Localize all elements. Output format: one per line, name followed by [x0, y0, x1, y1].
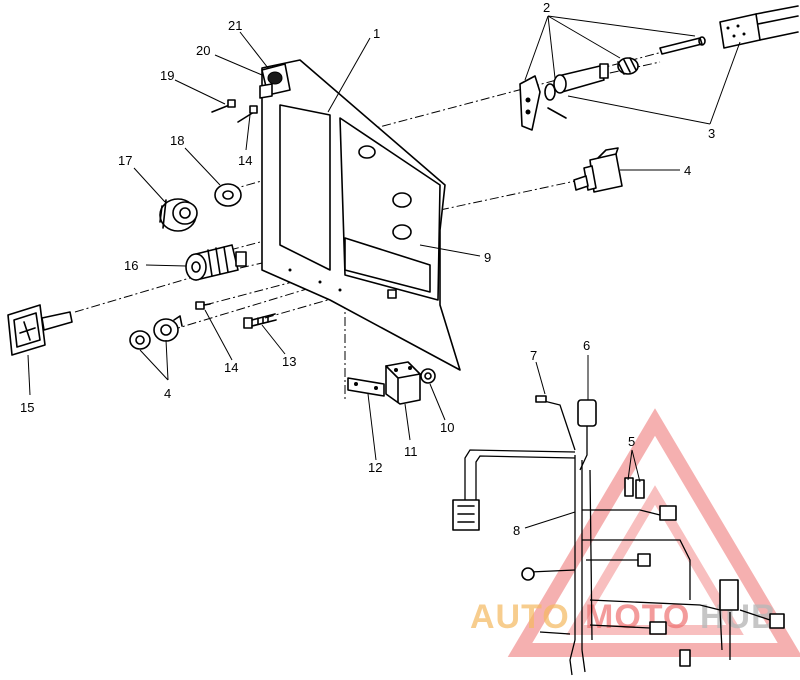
callout-15: 15 [20, 400, 34, 415]
screw-19 [211, 99, 236, 113]
callout-16: 16 [124, 258, 138, 273]
callout-20: 20 [196, 43, 210, 58]
callout-11: 11 [404, 444, 418, 459]
bracket-11 [385, 361, 421, 405]
screw-14-lower [195, 301, 211, 310]
ignition-switch-16 [185, 244, 247, 281]
bolt-13 [243, 313, 277, 329]
callout-14-upper: 14 [238, 153, 252, 168]
nut-17 [159, 198, 198, 232]
ignition-key-15 [7, 304, 73, 356]
callout-6: 6 [583, 338, 590, 353]
switch-assembly-2 [519, 36, 706, 131]
watermark-triangle-outer [507, 408, 800, 657]
connector-3 [719, 5, 799, 49]
callout-21: 21 [228, 18, 242, 33]
watermark-text-auto: AUTO [470, 598, 570, 636]
dash-panel-bracket [261, 59, 461, 371]
nut-10 [420, 368, 436, 384]
callout-4-upper: 4 [684, 163, 691, 178]
callout-17: 17 [118, 153, 132, 168]
callout-labels: 1 2 3 4 4 5 6 7 8 9 10 11 12 13 14 14 15… [20, 0, 715, 538]
callout-3: 3 [708, 126, 715, 141]
callout-18: 18 [170, 133, 184, 148]
callout-4-lower: 4 [164, 386, 171, 401]
callout-14-lower: 14 [224, 360, 238, 375]
plate-12 [347, 377, 385, 397]
nut-4-lower [129, 315, 183, 350]
callout-19: 19 [160, 68, 174, 83]
leader-lines [27, 15, 741, 529]
callout-5: 5 [628, 434, 635, 449]
washer-18 [214, 183, 242, 207]
callout-1: 1 [373, 26, 380, 41]
callout-12: 12 [368, 460, 382, 475]
callout-9: 9 [484, 250, 491, 265]
toggle-switch-4 [573, 147, 623, 193]
callout-2: 2 [543, 0, 550, 15]
bracket-clip [259, 63, 291, 99]
callout-13: 13 [282, 354, 296, 369]
wiring-harness-8 [452, 395, 785, 676]
callout-8: 8 [513, 523, 520, 538]
callout-10: 10 [440, 420, 454, 435]
watermark-logo: AUTO MOTO HUB [470, 408, 800, 657]
callout-7: 7 [530, 348, 537, 363]
screw-14-top [237, 105, 258, 123]
